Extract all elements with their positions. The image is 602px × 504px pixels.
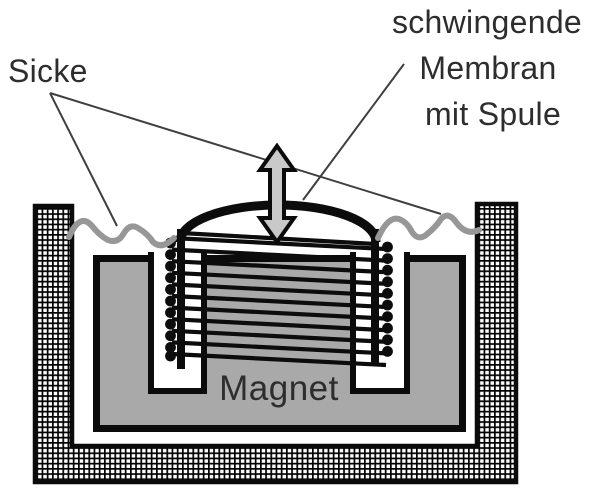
coil-turn-dots-right bbox=[382, 241, 393, 357]
magnet-label: Magnet bbox=[219, 369, 339, 408]
air-gap-slot-right bbox=[350, 252, 410, 394]
membrane-label-line1: schwingende bbox=[392, 4, 582, 40]
coil-former-right bbox=[371, 229, 379, 365]
membrane-label-line3: mit Spule bbox=[425, 96, 561, 132]
speaker-basket-frame bbox=[32, 201, 519, 485]
membrane-label-line2: Membran bbox=[419, 50, 556, 86]
surround-left bbox=[66, 218, 177, 249]
vibration-double-arrow-icon bbox=[256, 142, 298, 246]
surround-right bbox=[375, 212, 482, 241]
surround-label: Sicke bbox=[8, 53, 88, 89]
coil-former-left bbox=[177, 229, 185, 369]
leader-sicke-left bbox=[49, 92, 118, 227]
membrane-label: schwingende Membran mit Spule bbox=[392, 4, 582, 132]
label-leader-lines bbox=[49, 63, 442, 227]
leader-sicke-right bbox=[49, 92, 442, 215]
leader-membrane bbox=[302, 63, 405, 201]
